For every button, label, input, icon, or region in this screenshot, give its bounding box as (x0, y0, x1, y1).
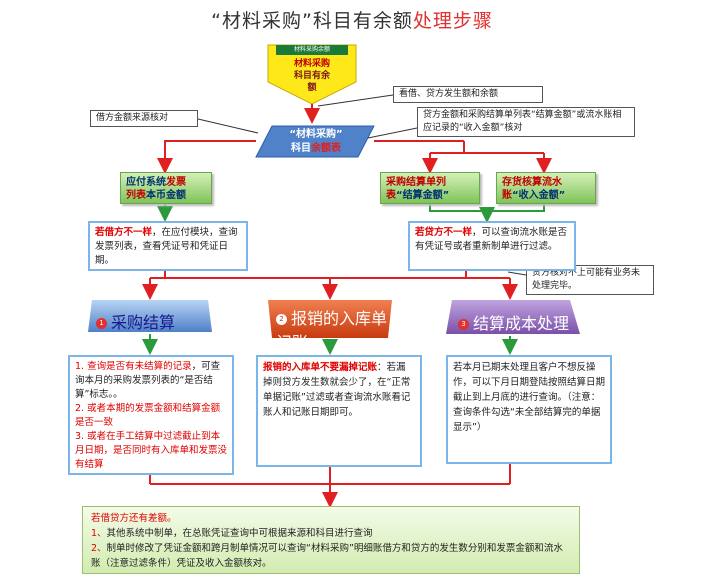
process-1-label: 采购结算 (111, 313, 176, 332)
settle-p1-red: 1. 查询是否有未结算的记录 (75, 361, 192, 372)
purchase-settle-line2a: 表 (386, 190, 396, 201)
final-title: 若借贷方还有差额。 (91, 513, 177, 524)
final-summary-box: 若借贷方还有差额。 1、其他系统中制单，在总账凭证查询中可根据来源和科目进行查询… (82, 506, 580, 574)
note-debit-source: 借方金额来源核对 (90, 110, 198, 127)
subject-line1: “材料采购” (289, 129, 343, 140)
payable-line2b: 本币金额 (146, 190, 186, 201)
reimburse-text: ：若漏掉则贷方发生数就会少了，在“正常单据记账”过滤或者查询流水账看记账人和记账… (263, 362, 411, 418)
settle-p3: 3. 或者在手工结算中过滤截止到本月日期，是否同时有入库单和发票没有结算 (75, 431, 228, 470)
process-1-shape (88, 300, 212, 332)
debit-check-box: 若借方不一样，在应付模块，查询发票列表，查看凭证号和凭证日期。 (88, 221, 248, 271)
page-title: “材料采购”科目有余额处理步骤 (0, 6, 704, 33)
green-payable-invoice-list: 应付系统发票 列表本币金额 (120, 172, 212, 204)
process-2-label: 报销的入库单记账 (276, 309, 388, 352)
cost-detail-box: 若本月已期末处理且客户不想反操作，可以下月日期登陆按照结算日期截止到上月底的进行… (446, 355, 612, 464)
green-purchase-settlement: 采购结算单列 表“结算金额” (380, 172, 480, 204)
note-credit-mismatch: 贷方核对不上可能有业务未处理完毕。 (526, 265, 654, 295)
process-3-shape (446, 300, 580, 334)
process-3-number: 3 (458, 319, 469, 330)
subject-line2: 科目余额表 (266, 142, 366, 156)
note-credit-compare: 贷方金额和采购结算单列表“结算金额”或流水账相应记录的“收入金额”核对 (417, 107, 635, 137)
inventory-ledger-line2a: 账 (502, 190, 512, 201)
settle-detail-box: 1. 查询是否有未结算的记录，可查询本月的采购发票列表的“是否结算”标志。。 2… (68, 355, 234, 475)
final-item1: 其他系统中制单，在总账凭证查询中可根据来源和科目进行查询 (106, 528, 373, 539)
debit-check-text: ，在应付模块，查询发票列表，查看凭证号和凭证日期。 (95, 227, 238, 266)
subject-line2-accent: 余额表 (311, 143, 341, 154)
process-3: 3 结算成本处理 (458, 310, 576, 334)
payable-line1b: 发票 (166, 177, 186, 188)
green-inventory-ledger: 存货核算流水 账“收入金额” (496, 172, 596, 204)
settle-p1-rest: ，可查询本月的采购发票列表的“是否结算”标志。。 (75, 361, 221, 400)
settle-p2: 2. 或者本期的发票金额和结算金额是否一致 (75, 403, 221, 428)
process-1: 1 采购结算 (96, 309, 206, 333)
subject-node: “材料采购” 科目余额表 (266, 128, 366, 156)
cost-text: 若本月已期末处理且客户不想反操作，可以下月日期登陆按照结算日期截止到上月底的进行… (453, 362, 606, 433)
process-3-label: 结算成本处理 (473, 314, 570, 333)
reimburse-lead: 报销的入库单不要漏掉记账 (263, 362, 378, 373)
start-label-line1: 材料采购 (293, 59, 330, 69)
process-2-number: 2 (276, 314, 287, 325)
start-label: 材料采购 科目有余 额 (266, 58, 358, 94)
payable-line2a: 列表 (126, 190, 146, 201)
subject-node-shape (255, 125, 375, 158)
purchase-settle-line1: 采购结算单列 (386, 177, 446, 188)
final-item1-num: 1、 (91, 528, 107, 539)
purchase-settle-line2b: “结算金额” (396, 190, 450, 201)
start-label-line3: 额 (307, 83, 317, 93)
payable-line1a: 应付系统 (126, 177, 166, 188)
process-2-shape (268, 300, 392, 338)
final-item2-num: 2、 (91, 543, 107, 554)
inventory-ledger-line2b: “收入金额” (512, 190, 566, 201)
inventory-ledger-line1: 存货核算流水 (502, 177, 562, 188)
note-check-balance: 看借、贷方发生额和余额 (393, 86, 543, 103)
final-item2: 制单时修改了凭证金额和跨月制单情况可以查询“材料采购”明细账借方和贷方的发生数分… (91, 543, 563, 569)
start-label-line2: 科目有余 (293, 71, 330, 81)
subject-line2-prefix: 科目 (291, 143, 311, 154)
process-1-number: 1 (96, 318, 107, 329)
start-node: 材料采购余额 材料采购 科目有余 额 (266, 42, 358, 104)
title-accent: 处理步骤 (412, 10, 493, 32)
start-tag: 材料采购余额 (276, 45, 348, 55)
reimburse-detail-box: 报销的入库单不要漏掉记账：若漏掉则贷方发生数就会少了，在“正常单据记账”过滤或者… (256, 355, 422, 467)
credit-check-lead: 若贷方不一样 (415, 227, 473, 238)
credit-check-box: 若贷方不一样，可以查询流水账是否有凭证号或者重新制单进行过滤。 (408, 221, 576, 271)
credit-check-text: ，可以查询流水账是否有凭证号或者重新制单进行过滤。 (415, 227, 568, 252)
debit-check-lead: 若借方不一样 (95, 227, 153, 238)
title-main: “材料采购”科目有余额 (211, 10, 413, 32)
